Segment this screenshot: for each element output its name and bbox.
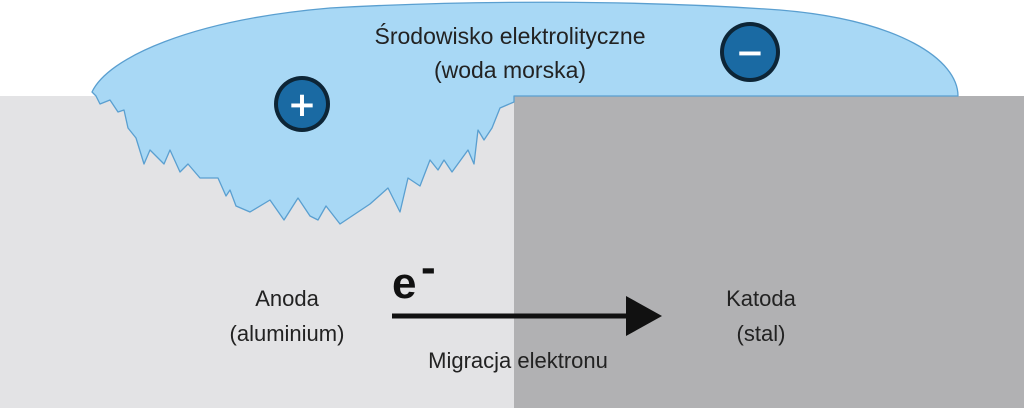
electron-charge: - (421, 243, 436, 292)
cathode-label-line2: (stal) (737, 321, 786, 346)
electron-symbol: e (392, 259, 416, 308)
positive-ion-icon: + (274, 76, 330, 132)
electron-migration-arrow-icon (392, 296, 662, 336)
anode-label-line1: Anoda (255, 286, 319, 311)
electron-migration-caption: Migracja elektronu (428, 348, 608, 373)
cathode-block (514, 96, 1024, 408)
electrolyte-label-line1: Środowisko elektrolityczne (374, 22, 645, 49)
negative-ion-symbol: − (736, 33, 765, 73)
electrolyte-label-line2: (woda morska) (434, 57, 586, 83)
cathode-label-line1: Katoda (726, 286, 796, 311)
negative-ion-icon: − (720, 22, 780, 82)
anode-label-line2: (aluminium) (230, 321, 345, 346)
positive-ion-symbol: + (288, 85, 317, 125)
